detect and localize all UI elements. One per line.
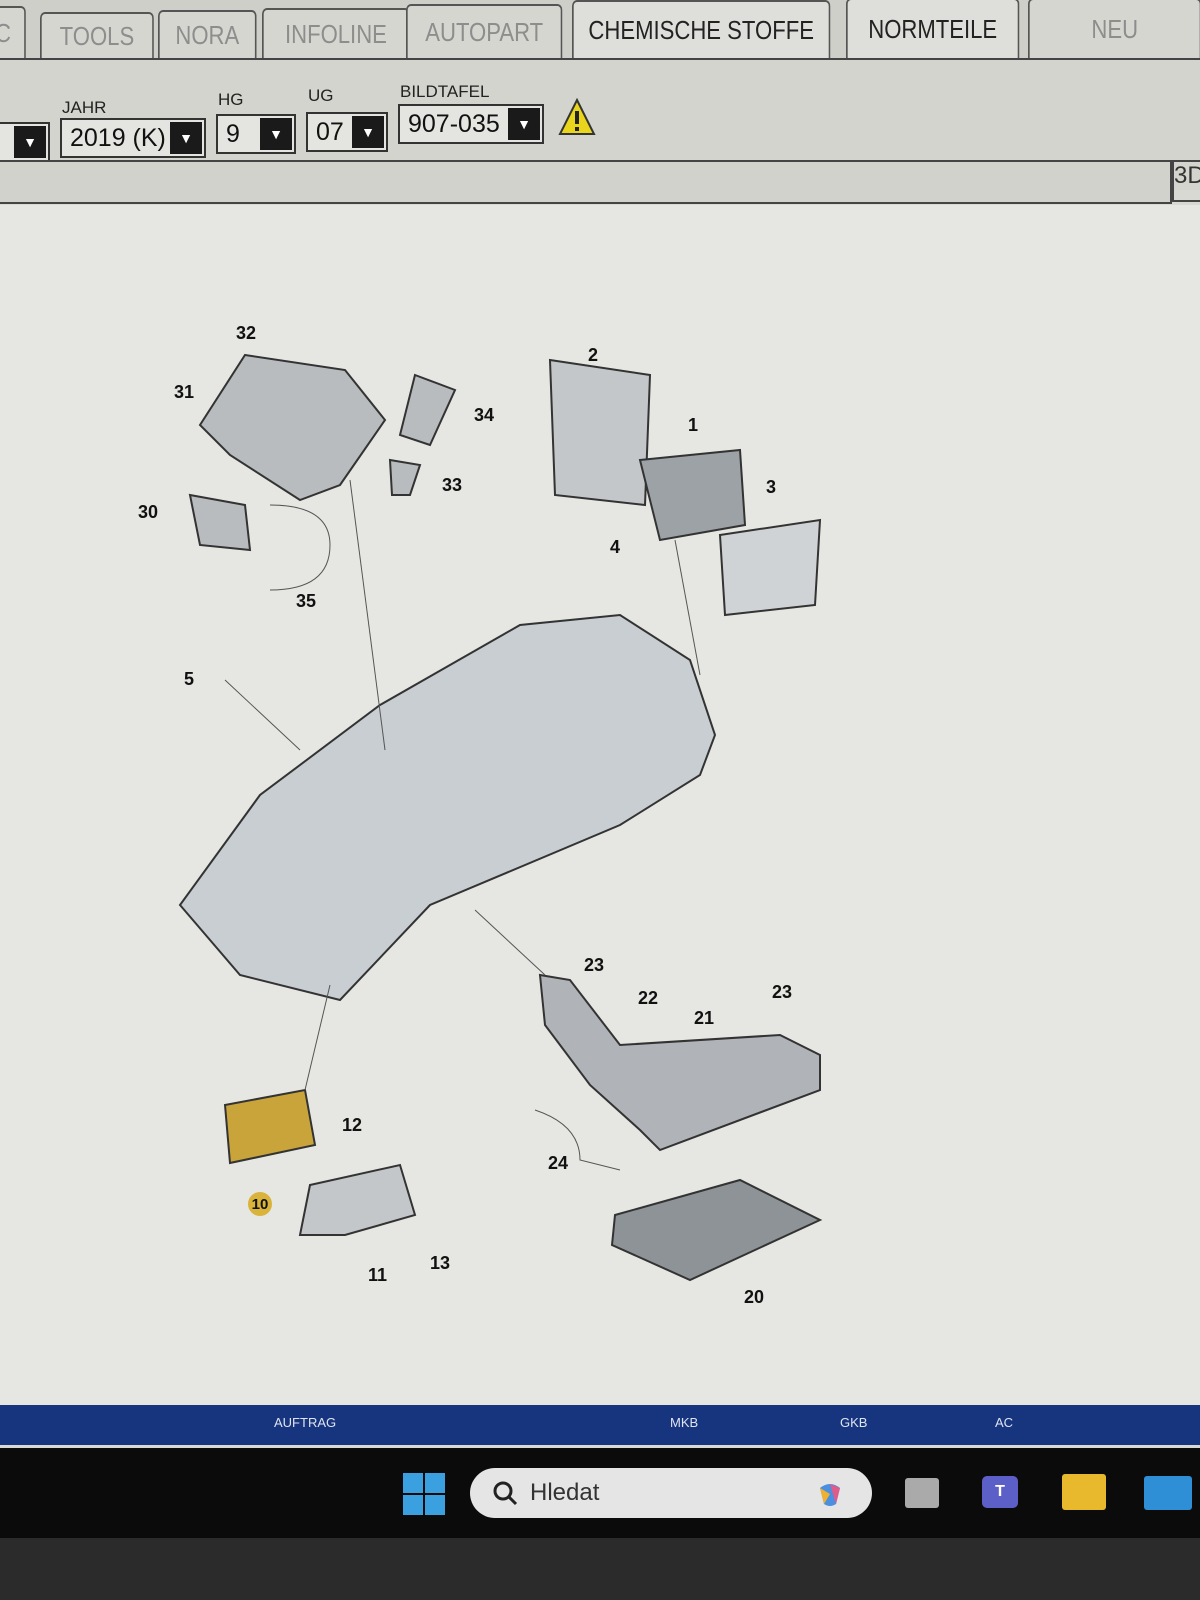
callout-11[interactable]: 11: [368, 1265, 388, 1285]
warning-triangle-icon[interactable]: [558, 98, 596, 136]
tab-c[interactable]: C: [0, 6, 26, 58]
diagram-drawing: [178, 353, 823, 1282]
chevron-down-icon: ▼: [170, 122, 202, 154]
view-3d-button[interactable]: 3D: [1172, 160, 1200, 202]
taskbar: Hledat T: [0, 1448, 1200, 1538]
callout-31[interactable]: 31: [174, 382, 195, 402]
callout-33[interactable]: 33: [442, 475, 463, 495]
bildtafel-label: BILDTAFEL: [400, 82, 490, 101]
copilot-icon[interactable]: [816, 1480, 844, 1508]
callout-10-highlighted[interactable]: 10: [248, 1192, 272, 1216]
callout-22[interactable]: 22: [638, 988, 659, 1008]
part-10-sensor: [223, 1088, 317, 1165]
jahr-label: JAHR: [62, 98, 107, 117]
tab-neu[interactable]: NEU: [1028, 0, 1200, 58]
status-gkb[interactable]: GKB: [840, 1415, 868, 1430]
status-ac[interactable]: AC: [995, 1415, 1014, 1430]
tab-infoline[interactable]: INFOLINE: [262, 8, 410, 58]
ug-select[interactable]: 07 ▼: [306, 112, 388, 152]
callout-3[interactable]: 3: [766, 477, 777, 497]
callout-24[interactable]: 24: [548, 1153, 569, 1173]
callout-1[interactable]: 1: [688, 415, 699, 435]
jahr-select[interactable]: 2019 (K)▼: [60, 118, 206, 158]
callout-23b[interactable]: 23: [772, 982, 793, 1002]
callout-2[interactable]: 2: [588, 345, 599, 365]
status-auftrag[interactable]: AUFTRAG: [274, 1415, 337, 1430]
windows-start-icon[interactable]: [403, 1473, 445, 1515]
callout-30[interactable]: 30: [138, 502, 159, 522]
tab-chemische-stoffe[interactable]: CHEMISCHE STOFFE: [572, 0, 831, 58]
part-1-control-unit: [638, 448, 747, 542]
part-34-cover: [398, 373, 457, 447]
tab-tools[interactable]: TOOLS: [40, 12, 154, 58]
mail-icon[interactable]: [1144, 1476, 1192, 1510]
parts-diagram: 32 31 34 33 30 35 2 1 3 4 5 23 22 21 23 …: [0, 205, 1200, 1405]
hg-select[interactable]: 9▼: [216, 114, 296, 154]
bildtafel-value: 907-035: [408, 109, 500, 138]
search-icon: [493, 1481, 518, 1506]
part-11-bracket: [298, 1163, 417, 1236]
callout-5[interactable]: 5: [184, 669, 195, 689]
tab-bar: C TOOLS NORA INFOLINE AUTOPART CHEMISCHE…: [0, 0, 1200, 58]
part-30-camera: [188, 493, 252, 552]
teams-icon[interactable]: T: [982, 1476, 1018, 1508]
tab-nora[interactable]: NORA: [158, 10, 257, 58]
status-mkb[interactable]: MKB: [670, 1415, 699, 1430]
callout-21[interactable]: 21: [694, 1008, 715, 1028]
callout-23[interactable]: 23: [584, 955, 605, 975]
file-explorer-icon[interactable]: [1062, 1474, 1106, 1510]
tab-autopart[interactable]: AUTOPART: [406, 4, 563, 58]
info-bar: [0, 160, 1172, 204]
chevron-down-icon: ▼: [508, 108, 540, 140]
part-2-bracket: [548, 358, 652, 507]
hg-value: 9: [226, 119, 240, 148]
callout-34[interactable]: 34: [474, 405, 495, 425]
chevron-down-icon: ▼: [352, 116, 384, 148]
hg-label: HG: [218, 90, 244, 109]
callout-35[interactable]: 35: [296, 591, 317, 611]
chevron-down-icon: ▼: [260, 118, 292, 150]
callout-13[interactable]: 13: [430, 1253, 451, 1273]
search-placeholder: Hledat: [530, 1479, 600, 1506]
tab-normteile[interactable]: NORMTEILE: [846, 0, 1020, 58]
callout-32[interactable]: 32: [236, 323, 257, 343]
part-33-clip: [388, 458, 422, 496]
part-3-cover: [718, 518, 822, 617]
status-bar: AUFTRAG MKB GKB AC: [0, 1405, 1200, 1445]
callout-20[interactable]: 20: [744, 1287, 765, 1307]
ug-label: UG: [308, 86, 334, 105]
previous-select[interactable]: ▼: [0, 122, 50, 162]
chevron-down-icon: ▼: [14, 126, 46, 158]
task-view-icon[interactable]: [905, 1478, 939, 1508]
search-input[interactable]: Hledat: [470, 1468, 872, 1518]
monitor-bezel: [0, 1538, 1200, 1600]
part-31-bracket: [198, 353, 387, 502]
part-20-control-unit: [610, 1178, 823, 1282]
bildtafel-select[interactable]: 907-035 ▼: [398, 104, 544, 144]
callout-12[interactable]: 12: [342, 1115, 363, 1135]
callout-4[interactable]: 4: [610, 537, 621, 557]
ug-value: 07: [316, 117, 344, 146]
car-body: [178, 613, 717, 1002]
jahr-value: 2019 (K): [70, 123, 166, 152]
part-21-bracket: [538, 973, 821, 1152]
